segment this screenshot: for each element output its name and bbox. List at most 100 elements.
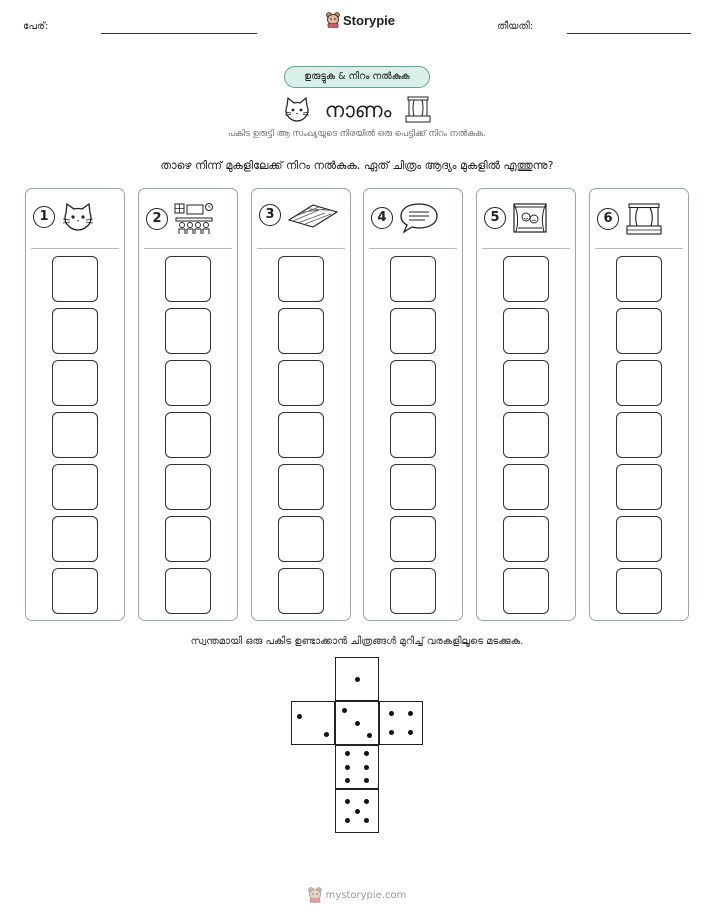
die-pip — [297, 713, 303, 719]
color-box[interactable] — [165, 256, 211, 302]
column-divider — [144, 248, 232, 249]
column-4: 4 — [363, 188, 463, 621]
name-line[interactable] — [101, 33, 257, 34]
die-pip — [364, 751, 370, 757]
die-pip — [344, 798, 350, 804]
die-pip — [323, 731, 329, 737]
cat-icon — [284, 97, 309, 122]
column-5: 5 — [476, 188, 576, 621]
die-pip — [366, 732, 372, 738]
footer: mystorypie.com — [0, 887, 714, 903]
column-6: 6 — [589, 188, 689, 621]
color-box[interactable] — [278, 256, 324, 302]
die-face-5 — [335, 789, 379, 833]
color-box[interactable] — [616, 256, 662, 302]
color-box[interactable] — [278, 308, 324, 354]
color-box[interactable] — [390, 516, 436, 562]
color-box[interactable] — [616, 464, 662, 510]
die-pip — [408, 730, 414, 736]
column-number: 3 — [259, 204, 281, 226]
die-pip — [344, 764, 350, 770]
color-box[interactable] — [503, 464, 549, 510]
color-box[interactable] — [278, 568, 324, 614]
column-header: 5 — [484, 202, 548, 234]
die-pip — [364, 798, 370, 804]
question-text: താഴെ നിന്ന് മുകളിലേക്ക് നിറം നൽകുക. ഏത് … — [160, 159, 554, 172]
die-pip — [344, 777, 350, 783]
column-number: 4 — [371, 207, 393, 229]
color-box[interactable] — [616, 360, 662, 406]
color-box[interactable] — [52, 464, 98, 510]
die-pip — [364, 818, 370, 824]
die-pip — [344, 818, 350, 824]
color-box[interactable] — [616, 516, 662, 562]
color-box[interactable] — [165, 360, 211, 406]
die-pip — [344, 751, 350, 757]
color-box[interactable] — [503, 412, 549, 458]
color-box[interactable] — [503, 308, 549, 354]
color-box[interactable] — [503, 256, 549, 302]
die-face-1 — [335, 657, 379, 701]
stage-icon — [405, 96, 431, 123]
color-box[interactable] — [52, 412, 98, 458]
color-box[interactable] — [278, 412, 324, 458]
color-box[interactable] — [616, 568, 662, 614]
color-box[interactable] — [616, 308, 662, 354]
color-box[interactable] — [278, 516, 324, 562]
column-divider — [257, 248, 345, 249]
cat-icon — [62, 202, 94, 231]
column-divider — [595, 248, 683, 249]
speech-bubble-icon — [400, 203, 438, 234]
color-box[interactable] — [390, 568, 436, 614]
bear-logo-icon — [326, 12, 340, 28]
column-header: 3 — [259, 202, 339, 228]
column-header: 4 — [371, 202, 439, 234]
color-box[interactable] — [390, 360, 436, 406]
color-box[interactable] — [165, 464, 211, 510]
color-box[interactable] — [278, 360, 324, 406]
color-box[interactable] — [278, 464, 324, 510]
column-3: 3 — [251, 188, 351, 621]
color-box[interactable] — [165, 412, 211, 458]
die-pip — [354, 720, 360, 726]
die-pip — [354, 808, 360, 814]
date-line[interactable] — [567, 33, 691, 34]
color-box[interactable] — [390, 256, 436, 302]
column-divider — [369, 248, 457, 249]
die-face-2 — [291, 701, 335, 745]
activity-badge: ഉരുട്ടുക & നിറം നൽകുക — [284, 66, 430, 88]
classroom-icon — [174, 203, 213, 234]
instruction-text: പകിട ഉരുട്ടി ആ സംഖ്യയുടെ നിരയിൽ ഒരു പെട്… — [228, 129, 486, 139]
die-pip — [364, 764, 370, 770]
color-box[interactable] — [52, 568, 98, 614]
brand-logo: Storypie — [326, 12, 395, 28]
color-box[interactable] — [390, 308, 436, 354]
color-box[interactable] — [165, 308, 211, 354]
color-box[interactable] — [165, 516, 211, 562]
column-divider — [31, 248, 119, 249]
color-box[interactable] — [52, 308, 98, 354]
color-box[interactable] — [503, 568, 549, 614]
mat-icon — [287, 204, 339, 228]
stage-icon — [626, 203, 662, 235]
column-header: 1 — [33, 202, 95, 232]
color-box[interactable] — [503, 360, 549, 406]
column-number: 1 — [33, 206, 55, 228]
color-box[interactable] — [503, 516, 549, 562]
color-box[interactable] — [165, 568, 211, 614]
footer-url[interactable]: mystorypie.com — [325, 889, 407, 901]
column-divider — [482, 248, 570, 249]
color-box[interactable] — [390, 412, 436, 458]
color-box[interactable] — [52, 256, 98, 302]
color-box[interactable] — [52, 360, 98, 406]
column-header: 2 — [146, 202, 214, 236]
die-face-4 — [379, 701, 423, 745]
column-1: 1 — [25, 188, 125, 621]
die-face-6 — [335, 745, 379, 789]
color-box[interactable] — [52, 516, 98, 562]
column-number: 5 — [484, 207, 506, 229]
bear-logo-icon — [307, 887, 322, 903]
color-box[interactable] — [390, 464, 436, 510]
page-title: നാണം — [324, 97, 392, 122]
color-box[interactable] — [616, 412, 662, 458]
